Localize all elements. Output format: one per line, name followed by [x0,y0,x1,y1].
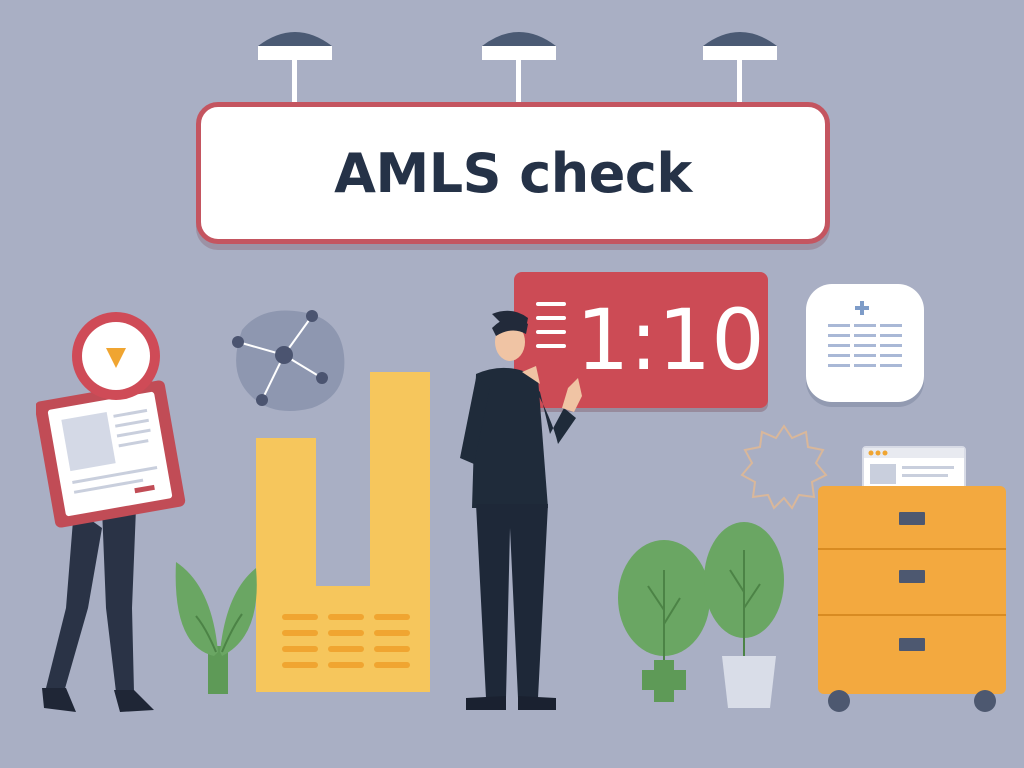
person-holding-document [36,312,186,712]
cabinet-wheel [974,690,996,712]
pendant-lamp-icon [703,32,777,104]
filing-cabinet-icon [818,486,1006,694]
title-banner: AMLS check [196,102,830,244]
spreadsheet-plus-icon [806,284,924,402]
drawer-handle [899,512,925,525]
triangle-alert-icon [72,312,160,400]
drawer-handle [899,638,925,651]
list-lines-icon [536,302,566,358]
document-icon [36,380,186,528]
banner-title: AMLS check [334,141,692,205]
pendant-lamps [258,32,777,104]
bar-chart-icon [256,372,430,692]
countdown-timer: 1:10 [514,272,768,408]
plant-icon [175,562,257,694]
pendant-lamp-icon [482,32,556,104]
person-pointing [460,310,582,710]
gear-outline-icon [740,424,828,510]
drawer-handle [899,570,925,583]
network-nodes-icon [232,310,345,412]
pendant-lamp-icon [258,32,332,104]
cabinet-wheel [828,690,850,712]
plant-icon [618,522,784,708]
timer-value: 1:10 [576,291,765,389]
